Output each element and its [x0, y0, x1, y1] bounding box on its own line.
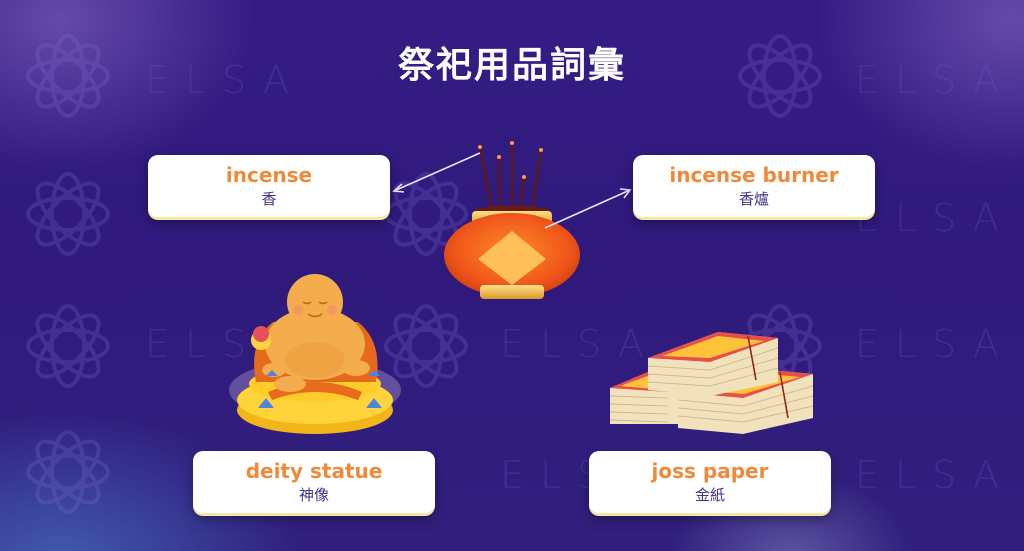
elsa-star-logo-icon — [26, 34, 110, 118]
elsa-star-logo-icon — [384, 304, 468, 388]
elsa-star-logo-icon — [26, 172, 110, 256]
watermark-text: ELSA — [145, 58, 306, 102]
watermark-text: ELSA — [855, 58, 1016, 102]
page-title: 祭祀用品詞彙 — [397, 45, 626, 86]
vocab-card-incense-burner: incense burner 香爐 — [633, 155, 875, 217]
chinese-word: 香爐 — [738, 190, 769, 208]
watermark-text: ELSA — [855, 453, 1016, 497]
watermark-text: ELSA — [855, 322, 1016, 366]
incense-burner-icon — [444, 141, 580, 299]
chinese-word: 金紙 — [694, 486, 725, 504]
joss-paper-stacks-icon — [609, 332, 814, 434]
english-word: joss paper — [651, 459, 769, 483]
vocab-card-deity-statue: deity statue 神像 — [193, 451, 435, 513]
watermark-text: ELSA — [500, 322, 661, 366]
vocab-card-joss-paper: joss paper 金紙 — [589, 451, 831, 513]
vocab-card-incense: incense 香 — [148, 155, 390, 217]
english-word: incense — [225, 163, 313, 187]
elsa-star-logo-icon — [738, 34, 822, 118]
english-word: incense burner — [669, 163, 839, 187]
buddha-statue-icon — [229, 274, 401, 434]
chinese-word: 香 — [261, 190, 277, 208]
chinese-word: 神像 — [298, 486, 329, 504]
english-word: deity statue — [245, 459, 383, 483]
watermark-text: ELSA — [855, 196, 1016, 240]
elsa-star-logo-icon — [26, 304, 110, 388]
elsa-star-logo-icon — [26, 430, 110, 514]
incense-sticks-icon — [478, 141, 543, 213]
